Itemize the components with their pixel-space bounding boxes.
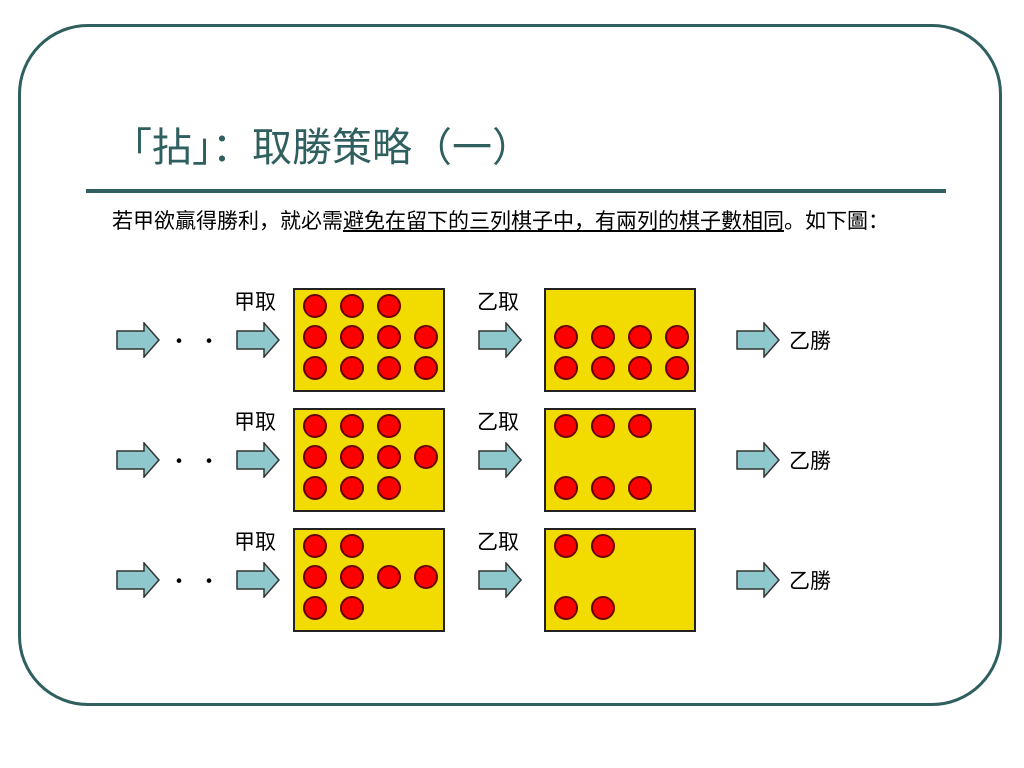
label-b-take: 乙取 [477, 410, 519, 434]
right-arrow-icon [736, 442, 780, 478]
piece [554, 596, 578, 620]
piece [377, 445, 401, 469]
piece [628, 356, 652, 380]
piece [340, 565, 364, 589]
description-part2: 。如下圖： [784, 209, 889, 233]
board-after [544, 288, 696, 392]
label-b-take: 乙取 [477, 530, 519, 554]
right-arrow-icon [116, 322, 160, 358]
label-a-take: 甲取 [234, 530, 276, 554]
piece [340, 356, 364, 380]
right-arrow-icon [236, 442, 280, 478]
piece [414, 565, 438, 589]
piece [554, 476, 578, 500]
piece [303, 565, 327, 589]
piece [303, 356, 327, 380]
description-part1: 若甲欲贏得勝利，就必需 [112, 209, 343, 233]
piece [303, 445, 327, 469]
board-after [544, 528, 696, 632]
piece [340, 534, 364, 558]
piece [554, 325, 578, 349]
piece [340, 414, 364, 438]
piece [628, 476, 652, 500]
board-before [293, 408, 445, 512]
piece [340, 325, 364, 349]
piece [554, 356, 578, 380]
label-b-win: 乙勝 [789, 449, 831, 473]
right-arrow-icon [478, 562, 522, 598]
piece [414, 356, 438, 380]
right-arrow-icon [478, 322, 522, 358]
ellipsis: ・・・ [168, 330, 259, 355]
right-arrow-icon [736, 322, 780, 358]
piece [591, 414, 615, 438]
label-b-take: 乙取 [477, 290, 519, 314]
piece [340, 476, 364, 500]
piece [377, 356, 401, 380]
right-arrow-icon [116, 442, 160, 478]
description-underlined: 避免在留下的三列棋子中，有兩列的棋子數相同 [343, 209, 784, 233]
piece [340, 596, 364, 620]
piece [665, 356, 689, 380]
piece [414, 445, 438, 469]
piece [303, 325, 327, 349]
board-before [293, 288, 445, 392]
ellipsis: ・・・ [168, 570, 259, 595]
right-arrow-icon [478, 442, 522, 478]
label-b-win: 乙勝 [789, 329, 831, 353]
slide-frame [18, 24, 1002, 706]
piece [591, 325, 615, 349]
piece [377, 476, 401, 500]
piece [414, 325, 438, 349]
piece [591, 534, 615, 558]
slide-title: 「拈」：取勝策略（一） [112, 125, 532, 171]
piece [628, 325, 652, 349]
label-b-win: 乙勝 [789, 569, 831, 593]
piece [591, 476, 615, 500]
piece [591, 356, 615, 380]
piece [377, 294, 401, 318]
label-a-take: 甲取 [234, 410, 276, 434]
title-rule [86, 189, 946, 193]
piece [554, 534, 578, 558]
piece [303, 414, 327, 438]
piece [377, 325, 401, 349]
right-arrow-icon [236, 562, 280, 598]
piece [628, 414, 652, 438]
piece [303, 534, 327, 558]
piece [591, 596, 615, 620]
piece [377, 414, 401, 438]
description-paragraph: 若甲欲贏得勝利，就必需避免在留下的三列棋子中，有兩列的棋子數相同。如下圖： [112, 206, 922, 236]
board-before [293, 528, 445, 632]
piece [303, 596, 327, 620]
piece [377, 565, 401, 589]
board-after [544, 408, 696, 512]
right-arrow-icon [736, 562, 780, 598]
ellipsis: ・・・ [168, 450, 259, 475]
right-arrow-icon [116, 562, 160, 598]
right-arrow-icon [236, 322, 280, 358]
piece [554, 414, 578, 438]
piece [665, 325, 689, 349]
piece [340, 294, 364, 318]
piece [340, 445, 364, 469]
label-a-take: 甲取 [234, 290, 276, 314]
piece [303, 294, 327, 318]
piece [303, 476, 327, 500]
